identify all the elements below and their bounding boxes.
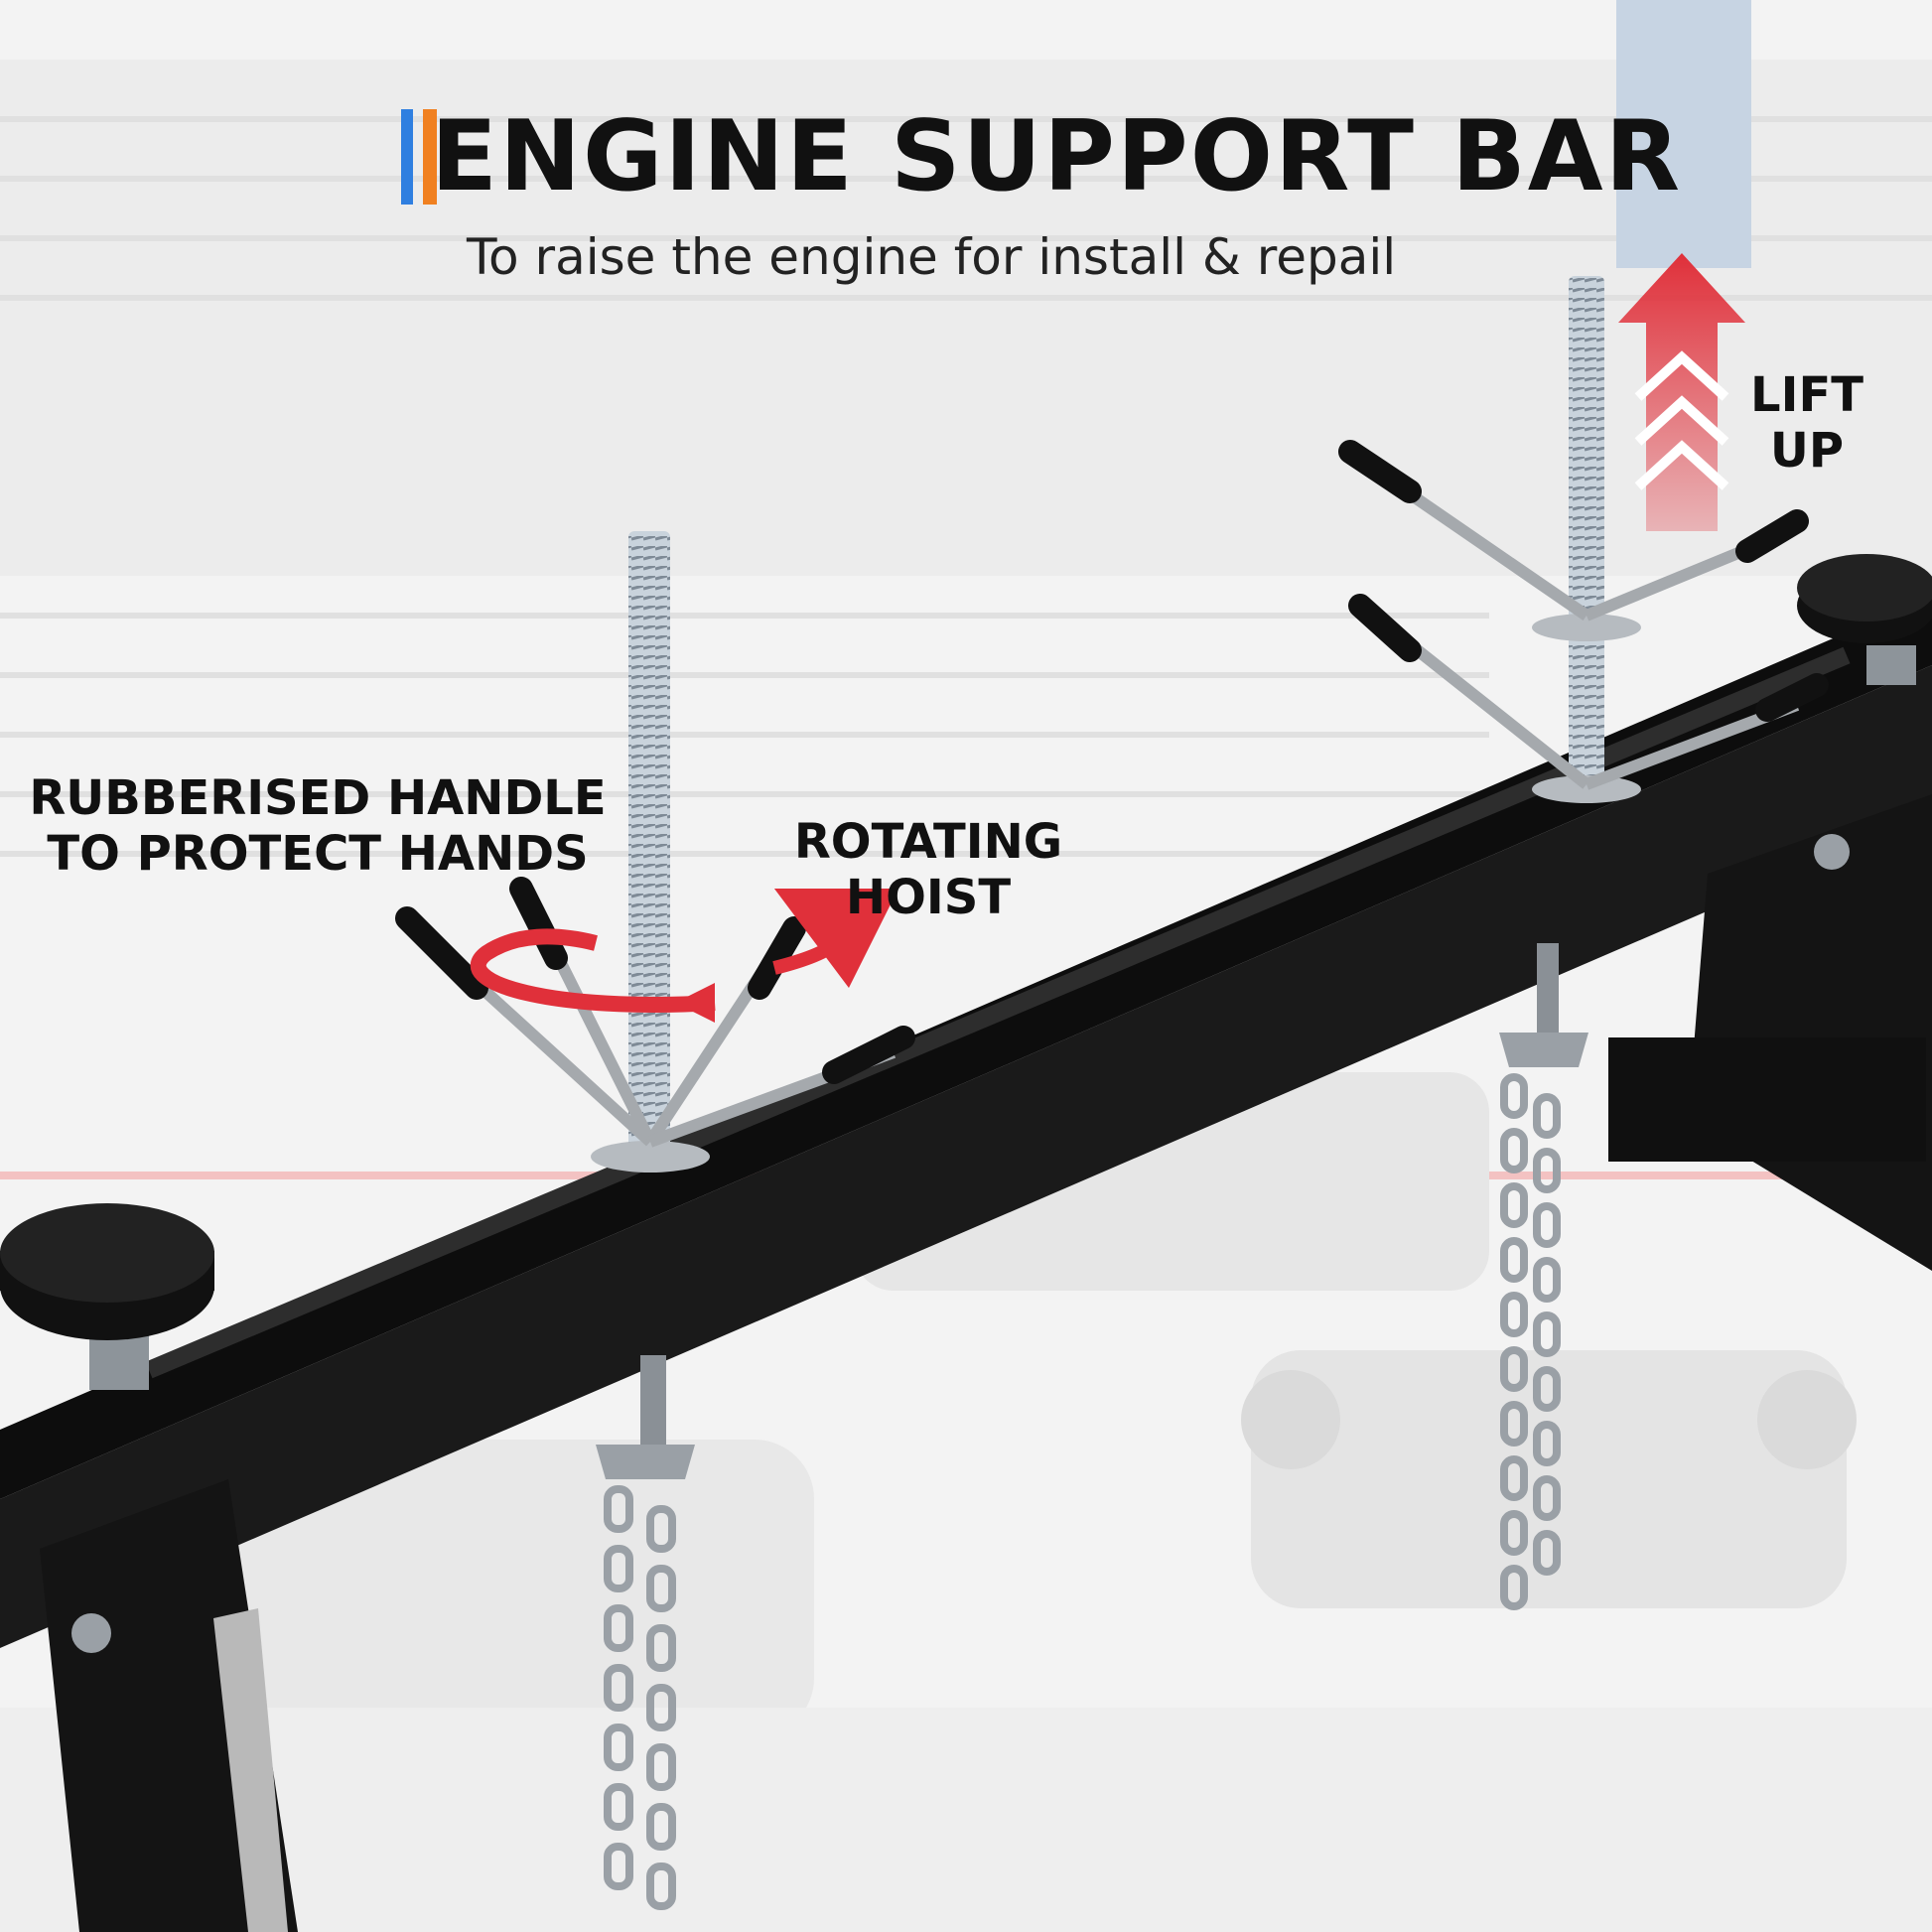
callout-rotating-hoist: ROTATING HOIST xyxy=(784,814,1072,925)
callout-rubberised-line1: RUBBERISED HANDLE xyxy=(29,770,607,826)
callout-rotating-line2: HOIST xyxy=(845,870,1012,925)
callout-rubberised-handle: RUBBERISED HANDLE TO PROTECT HANDS xyxy=(20,770,616,882)
leg-right xyxy=(1608,794,1932,1271)
page-subtitle: To raise the engine for install & repail xyxy=(467,228,1397,286)
title-accent-blue xyxy=(401,109,413,205)
callout-lift-up: LIFT UP xyxy=(1727,367,1886,479)
callout-rubberised-line2: TO PROTECT HANDS xyxy=(47,826,589,882)
knob-right xyxy=(1797,554,1932,685)
callout-lift-line2: UP xyxy=(1769,423,1845,479)
callout-lift-line1: LIFT xyxy=(1750,367,1863,423)
hoist-right xyxy=(1338,276,1829,1610)
callout-rotating-line1: ROTATING xyxy=(793,814,1063,870)
lift-up-arrow-icon xyxy=(1618,253,1745,531)
leg-left xyxy=(40,1479,298,1932)
hoist-left xyxy=(395,531,915,1910)
page-title: ENGINE SUPPORT BAR xyxy=(431,100,1683,213)
title-accent-orange xyxy=(423,109,437,205)
title-block: ENGINE SUPPORT BAR xyxy=(397,107,1680,207)
support-bar xyxy=(0,596,1932,1648)
knob-left xyxy=(0,1203,214,1390)
